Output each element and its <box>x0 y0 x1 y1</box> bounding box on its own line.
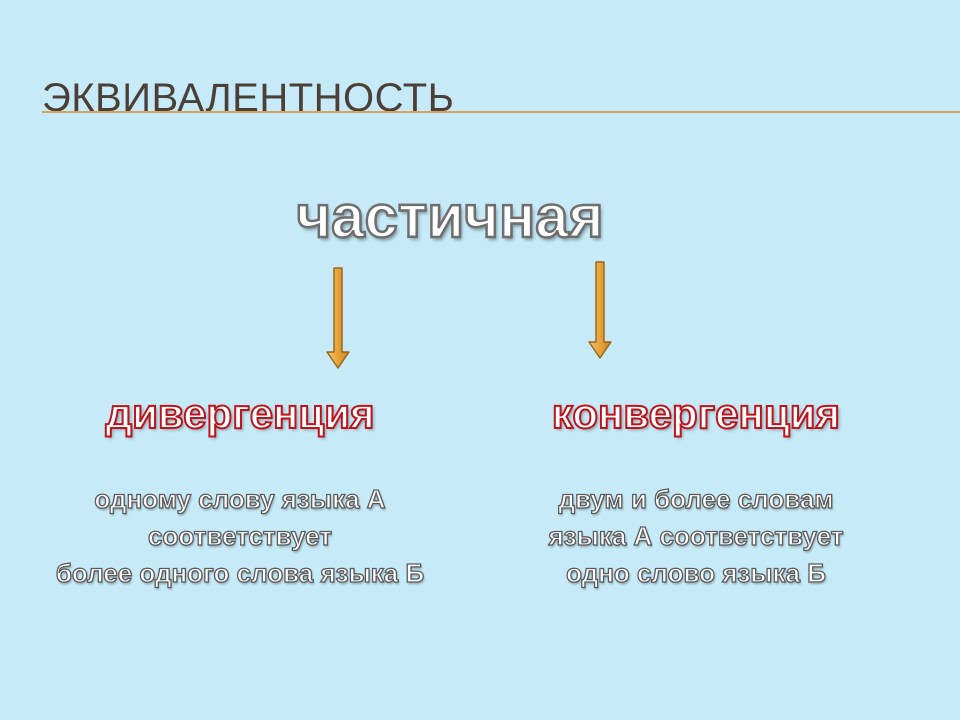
convergence-description: двум и более словам языка А соответствуе… <box>476 481 916 592</box>
arrow-down-icon <box>326 267 350 369</box>
divergence-description: одному слову языка А соответствует более… <box>20 481 460 592</box>
description-line: соответствует <box>147 520 332 551</box>
term-divergence: дивергенция <box>104 389 375 438</box>
title-divider <box>42 111 960 113</box>
term-convergence: конвергенция <box>551 389 841 438</box>
slide-title: ЭКВИВАЛЕНТНОСТЬ <box>42 76 455 120</box>
description-line: языка А соответствует <box>548 520 844 551</box>
arrow-down-icon <box>588 261 612 359</box>
description-line: более одного слова языка Б <box>55 557 425 588</box>
main-term: частичная <box>295 182 605 251</box>
description-line: одно слово языка Б <box>565 557 826 588</box>
description-line: двум и более словам <box>558 483 834 514</box>
description-line: одному слову языка А <box>94 483 386 514</box>
